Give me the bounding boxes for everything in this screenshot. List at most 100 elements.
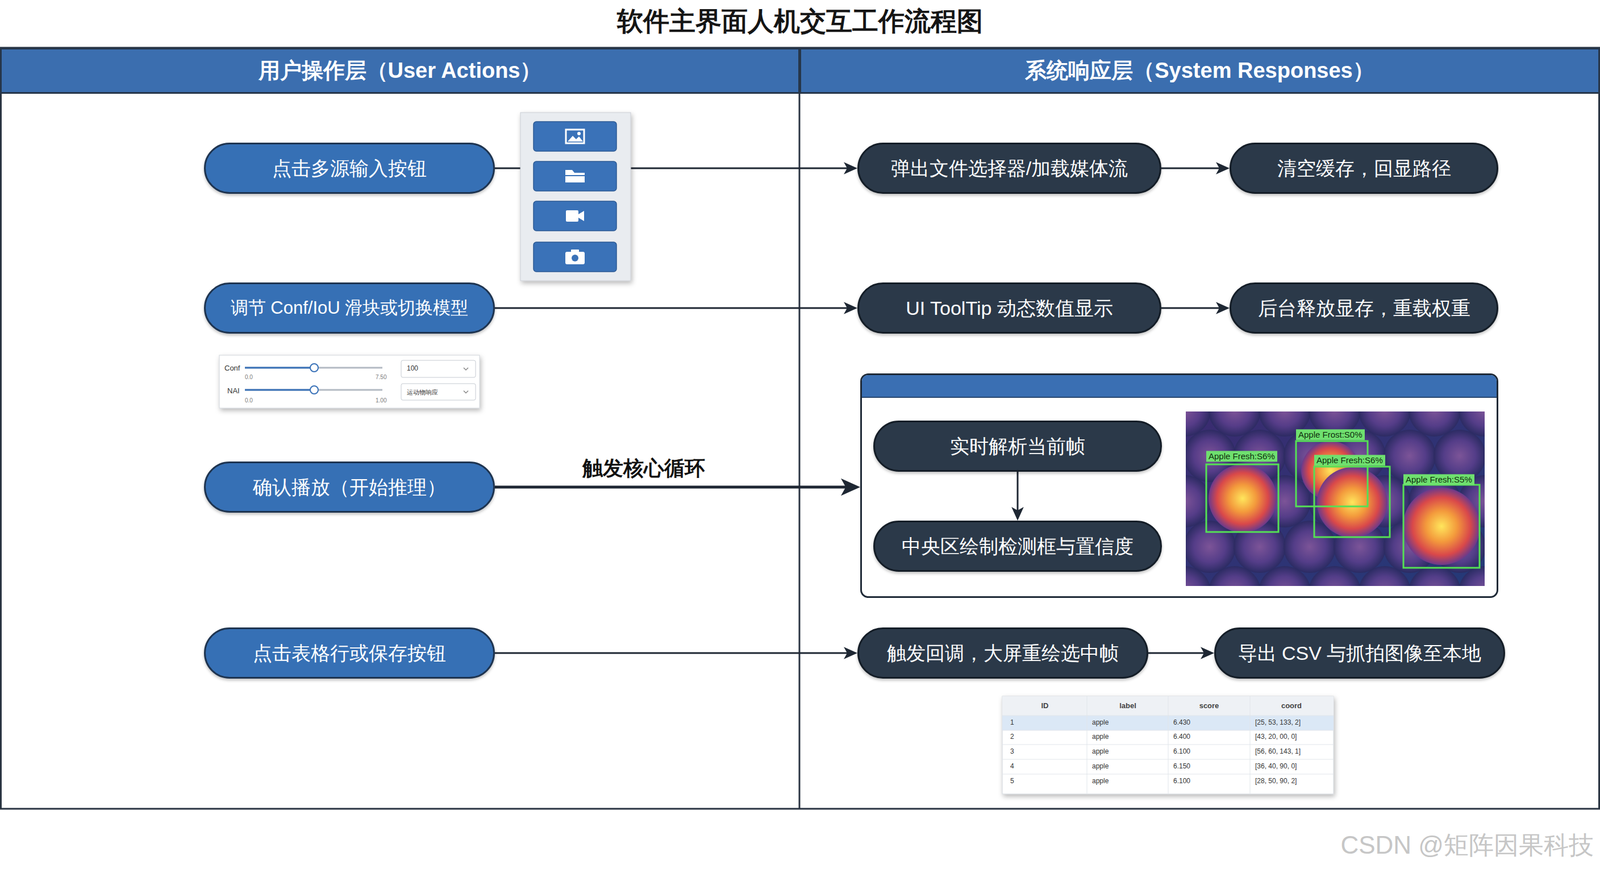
input-button	[533, 201, 617, 231]
column-rule	[1168, 696, 1169, 794]
table-cell: 6.430	[1173, 718, 1191, 727]
table-cell: 6.100	[1173, 747, 1191, 756]
dropdown-box	[401, 360, 476, 378]
selected-row	[1002, 715, 1334, 731]
background-apple	[1383, 429, 1436, 482]
background-apple	[1483, 429, 1485, 482]
video-icon	[565, 210, 585, 222]
background-apple	[1408, 565, 1461, 586]
slider-panel	[219, 355, 480, 408]
slider-fill	[244, 367, 315, 369]
background-apple	[1408, 475, 1461, 528]
flow-arrow	[1017, 471, 1019, 515]
background-apple	[1185, 520, 1236, 573]
image-icon	[565, 129, 585, 144]
table-background	[1002, 696, 1334, 794]
background-apple	[1283, 520, 1336, 573]
background-apple	[1258, 411, 1311, 437]
table-header: ID	[1041, 701, 1049, 711]
flow-arrow	[494, 652, 852, 654]
background-apple	[1333, 520, 1386, 573]
dropdown-value: 100	[406, 364, 419, 373]
slider-thumb	[310, 363, 319, 372]
background-apple	[1233, 520, 1286, 573]
table-cell: apple	[1092, 777, 1109, 786]
table-cell: apple	[1092, 718, 1109, 727]
bounding-box	[1296, 440, 1368, 507]
slider-min: 0.0	[244, 397, 253, 404]
node-text: 用户操作层（User Actions）	[249, 57, 552, 85]
background-apple	[1433, 429, 1485, 482]
background-apple	[1258, 565, 1311, 586]
detection-label: Apple Fresh:S6%	[1314, 454, 1386, 466]
response-pill: 后台释放显存，重载权重	[1229, 282, 1499, 334]
table-cell: 5	[1010, 777, 1015, 786]
column-divider	[798, 47, 801, 809]
table-cell: 6.150	[1173, 762, 1191, 771]
panel-background	[219, 355, 480, 408]
background-apple	[1483, 520, 1485, 573]
table-cell: [36, 40, 90, 0]	[1255, 762, 1297, 771]
row-rule	[1002, 759, 1334, 760]
node-text: 导出 CSV 与抓拍图像至本地	[1228, 641, 1491, 665]
flow-arrow	[494, 167, 852, 170]
node-text: 点击多源输入按钮	[263, 156, 436, 181]
detected-apple	[1402, 487, 1481, 565]
node-text: 弹出文件选择器/加载媒体流	[881, 156, 1137, 181]
response-pill: 导出 CSV 与抓拍图像至本地	[1214, 627, 1506, 679]
node-text: 后台释放显存，重载权重	[1248, 296, 1480, 320]
node-text: 点击表格行或保存按钮	[243, 641, 456, 665]
row-rule	[1002, 744, 1334, 745]
dropdown-box	[401, 383, 476, 400]
bounding-box	[1403, 484, 1480, 568]
slider-max: 1.00	[375, 397, 387, 404]
background-apple	[1208, 565, 1261, 586]
table-header-row	[1002, 696, 1334, 716]
action-pill: 点击多源输入按钮	[203, 142, 495, 194]
detection-label: Apple Frost:S0%	[1296, 428, 1365, 440]
background-apple	[1208, 475, 1261, 528]
table-cell: 6.400	[1173, 732, 1191, 741]
node-text: 触发回调，大屏重绘选中帧	[877, 641, 1128, 665]
slider-track	[244, 389, 383, 391]
node-text: 实时解析当前帧	[940, 434, 1095, 458]
table-header: coord	[1281, 701, 1302, 711]
row-rule	[1002, 773, 1334, 775]
background-apple	[1283, 429, 1336, 482]
table-cell: apple	[1092, 747, 1109, 756]
slider-thumb	[310, 385, 319, 394]
node-text: UI ToolTip 动态数值显示	[896, 296, 1123, 320]
response-pill: 弹出文件选择器/加载媒体流	[857, 142, 1162, 194]
table-cell: 2	[1010, 732, 1015, 741]
bounding-box	[1314, 466, 1390, 537]
slider-min: 0.0	[244, 373, 253, 381]
response-pill: 清空缓存，回显路径	[1229, 142, 1499, 194]
row-rule	[1002, 715, 1334, 716]
input-button	[533, 161, 617, 191]
flow-arrow	[494, 485, 855, 489]
response-pill: 触发回调，大屏重绘选中帧	[857, 627, 1149, 679]
background-apple	[1333, 429, 1386, 482]
table-cell: apple	[1092, 732, 1109, 741]
background-apple	[1358, 475, 1411, 528]
table-cell: 6.100	[1173, 777, 1191, 786]
column-rule	[1086, 696, 1088, 794]
background-apple	[1458, 411, 1485, 437]
background-apple	[1185, 565, 1211, 586]
background-apple	[1185, 411, 1211, 437]
node-text: 清空缓存，回显路径	[1268, 156, 1461, 181]
detection-preview	[1185, 411, 1485, 586]
panel-background	[520, 112, 631, 281]
row-rule	[1002, 730, 1334, 731]
detection-label: Apple Fresh:S5%	[1403, 473, 1475, 485]
dropdown-chevron	[463, 390, 469, 394]
slider-fill	[244, 389, 315, 391]
table-cell: 3	[1010, 747, 1015, 756]
node-text: 中央区绘制检测框与置信度	[892, 534, 1143, 558]
action-pill: 点击表格行或保存按钮	[203, 627, 495, 679]
table-cell: [28, 50, 90, 2]	[1255, 777, 1297, 786]
